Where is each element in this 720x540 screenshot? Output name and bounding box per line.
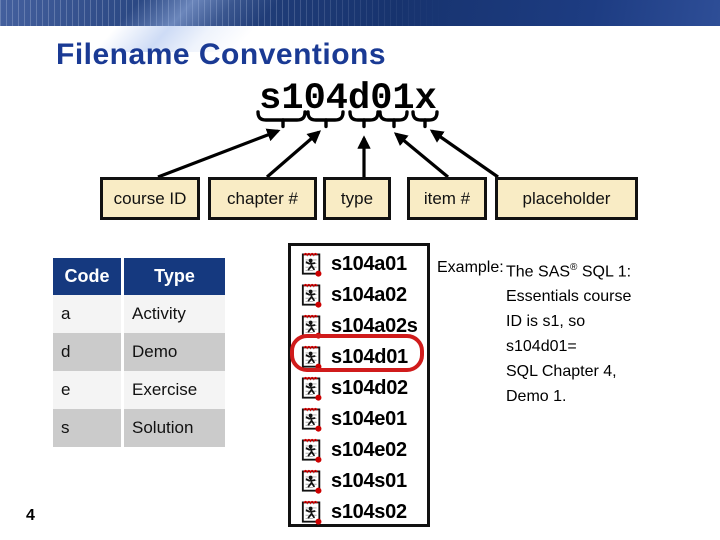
sas-program-icon (301, 500, 323, 525)
sas-program-icon (301, 283, 323, 308)
file-name: s104d01 (331, 346, 408, 368)
page-title: Filename Conventions (56, 38, 387, 71)
example-line: Demo 1. (506, 388, 567, 406)
file-name: s104a01 (331, 253, 407, 275)
label-box-course-id: course ID (100, 177, 200, 220)
file-name: s104e01 (331, 408, 407, 430)
page-number: 4 (26, 507, 35, 524)
registered-mark: ® (570, 262, 578, 273)
file-item: s104s02 (291, 497, 427, 528)
label-box-placeholder: placeholder (495, 177, 638, 220)
table-cell: Exercise (124, 371, 225, 409)
label-box-type: type (323, 177, 391, 220)
example-line: Essentials course (506, 288, 632, 306)
file-name: s104s01 (331, 470, 407, 492)
sas-program-icon (301, 376, 323, 401)
sas-program-icon (301, 252, 323, 277)
table-cell: e (53, 371, 121, 409)
table-cell: s (53, 409, 121, 447)
example-line: s104d01= (506, 338, 577, 356)
code-type-table: Code Type a Activity d Demo e Exercise s… (53, 258, 225, 447)
label-box-chapter-num: chapter # (208, 177, 317, 220)
sas-program-icon (301, 407, 323, 432)
file-item: s104a02s (291, 311, 427, 342)
top-banner (0, 0, 720, 26)
table-cell: Solution (124, 409, 225, 447)
file-name: s104a02 (331, 284, 407, 306)
file-name: s104a02s (331, 315, 418, 337)
file-item: s104e01 (291, 404, 427, 435)
underbraces (256, 110, 439, 129)
table-cell: Demo (124, 333, 225, 371)
sas-program-icon (301, 314, 323, 339)
example-line: The SAS® SQL 1: (506, 262, 632, 281)
file-item: s104a01 (291, 249, 427, 280)
file-item: s104d02 (291, 373, 427, 404)
sas-program-icon (301, 345, 323, 370)
example-line: ID is s1, so (506, 313, 586, 331)
file-item: s104a02 (291, 280, 427, 311)
file-list: s104a01 s104a02 s104a02s s104d01 s104d02… (288, 243, 430, 527)
banner-stripes-decoration (0, 0, 447, 26)
table-header-code: Code (53, 258, 121, 295)
file-item: s104e02 (291, 435, 427, 466)
example-line: SQL Chapter 4, (506, 363, 617, 381)
sas-program-icon (301, 469, 323, 494)
example-label: Example: (437, 259, 504, 276)
sas-program-icon (301, 438, 323, 463)
table-cell: a (53, 295, 121, 333)
file-item: s104s01 (291, 466, 427, 497)
file-item-highlighted: s104d01 (291, 342, 427, 373)
braces-and-arrows-diagram (157, 110, 499, 179)
file-name: s104d02 (331, 377, 408, 399)
table-header-type: Type (124, 258, 225, 295)
table-cell: d (53, 333, 121, 371)
file-name: s104e02 (331, 439, 407, 461)
pointer-arrows (157, 128, 499, 179)
example-lines: The SAS® SQL 1: Essentials course ID is … (506, 255, 631, 409)
label-box-item-num: item # (407, 177, 487, 220)
example-note: Example: The SAS® SQL 1: Essentials cour… (437, 255, 712, 409)
file-name: s104s02 (331, 501, 407, 523)
table-cell: Activity (124, 295, 225, 333)
